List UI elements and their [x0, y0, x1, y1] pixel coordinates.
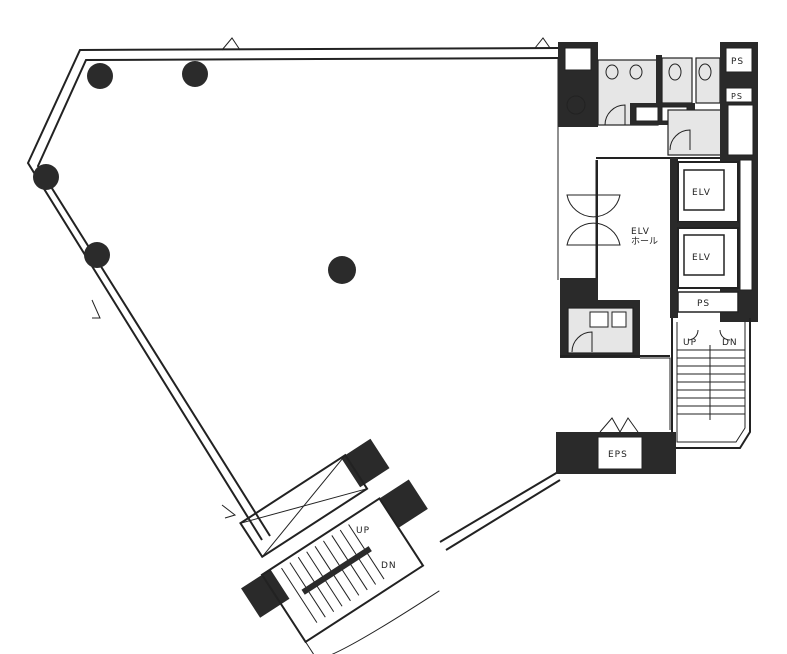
right-stair-up-label: UP: [683, 338, 697, 348]
elevator-core: [670, 158, 739, 318]
columns: [33, 61, 356, 284]
column: [33, 164, 59, 190]
ps-label-mid: PS: [731, 92, 743, 101]
elevator-hall: [566, 160, 621, 280]
doors-exterior: [91, 37, 551, 519]
elv-hall-label-1: ELV: [631, 227, 650, 237]
column: [328, 256, 356, 284]
right-stair: [671, 318, 751, 449]
bottom-stair: [239, 438, 440, 654]
service-room: [560, 278, 670, 358]
ps-label-top: PS: [731, 57, 744, 67]
eps-room: [556, 417, 676, 474]
bottom-stair-up-label: UP: [356, 526, 370, 536]
ps-label-lower: PS: [697, 299, 710, 309]
column: [87, 63, 113, 89]
eps-label: EPS: [608, 450, 628, 460]
right-stair-dn-label: DN: [722, 338, 738, 348]
bottom-stair-dn-label: DN: [381, 561, 397, 571]
column: [84, 242, 110, 268]
elv-label-1: ELV: [692, 188, 711, 198]
elv-hall-label-2: ホール: [631, 236, 658, 247]
column: [182, 61, 208, 87]
elv-label-2: ELV: [692, 253, 711, 263]
